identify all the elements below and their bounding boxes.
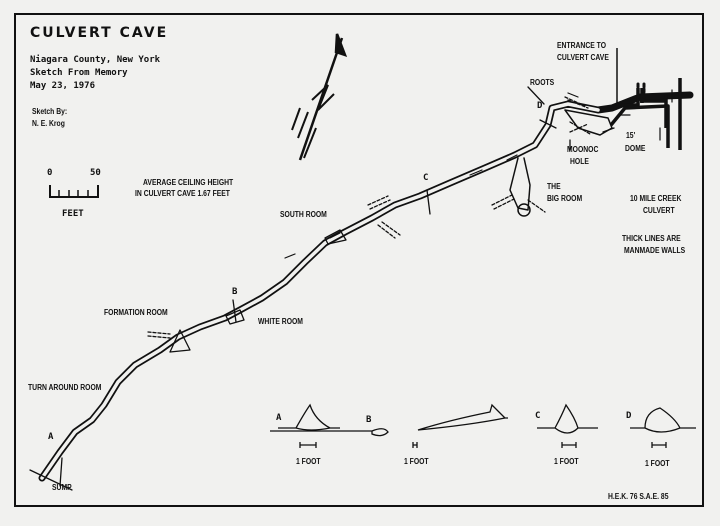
station-c: C — [423, 173, 429, 183]
map-border — [14, 13, 704, 507]
label-formation-room: FORMATION ROOM — [104, 308, 168, 317]
walls-note-2: MANMADE WALLS — [624, 246, 686, 255]
label-south-room: SOUTH ROOM — [280, 210, 327, 219]
label-big-room-2: BIG ROOM — [547, 194, 583, 203]
label-culvert-2: CULVERT — [643, 206, 675, 215]
cross-sections — [270, 403, 696, 448]
north-arrow-icon — [291, 33, 348, 161]
station-d: D — [537, 101, 543, 111]
credits: H.E.K. 76 S.A.E. 85 — [608, 492, 669, 501]
label-roots: ROOTS — [530, 78, 555, 87]
subtitle-sketch: Sketch From Memory — [30, 68, 128, 78]
subtitle-county: Niagara County, New York — [30, 55, 161, 65]
label-entrance-2: CULVERT CAVE — [557, 53, 609, 62]
cave-passage — [29, 48, 694, 491]
label-turn-around-room: TURN AROUND ROOM — [28, 383, 102, 392]
section-c-scale: 1 FOOT — [554, 457, 579, 466]
section-d-label: D — [626, 411, 632, 421]
label-moonoc-2: HOLE — [570, 157, 589, 166]
section-b-label: B — [366, 415, 372, 425]
section-d-scale: 1 FOOT — [645, 459, 670, 468]
section-c-label: C — [535, 411, 541, 421]
label-moonoc-1: MOONOC — [567, 145, 599, 154]
label-culvert-1: 10 MILE CREEK — [630, 194, 682, 203]
station-a: A — [48, 432, 54, 442]
station-b: B — [232, 287, 238, 297]
section-a-scale: 1 FOOT — [296, 457, 321, 466]
walls-note-1: THICK LINES ARE — [622, 234, 681, 243]
ceiling-note-2: IN CULVERT CAVE 1.67 FEET — [135, 189, 230, 198]
section-b-scale: 1 FOOT — [404, 457, 429, 466]
label-entrance-1: ENTRANCE TO — [557, 41, 606, 50]
label-big-room-1: THE — [547, 182, 561, 191]
map-title: CULVERT CAVE — [30, 25, 169, 41]
scale-end: 50 — [90, 168, 101, 178]
label-sump: SUMP — [52, 483, 72, 492]
ceiling-note-1: AVERAGE CEILING HEIGHT — [143, 178, 234, 187]
label-dome-1: 15' — [626, 131, 636, 140]
scale-bar — [49, 185, 99, 198]
sketch-by-label: Sketch By: — [32, 107, 68, 116]
scale-start: 0 — [47, 168, 53, 178]
section-a-label: A — [276, 413, 282, 423]
subtitle-date: May 23, 1976 — [30, 81, 96, 91]
sketch-by-name: N. E. Krog — [32, 119, 65, 128]
label-dome-2: DOME — [625, 144, 646, 153]
scale-unit: FEET — [62, 209, 84, 219]
label-white-room: WHITE ROOM — [258, 317, 303, 326]
